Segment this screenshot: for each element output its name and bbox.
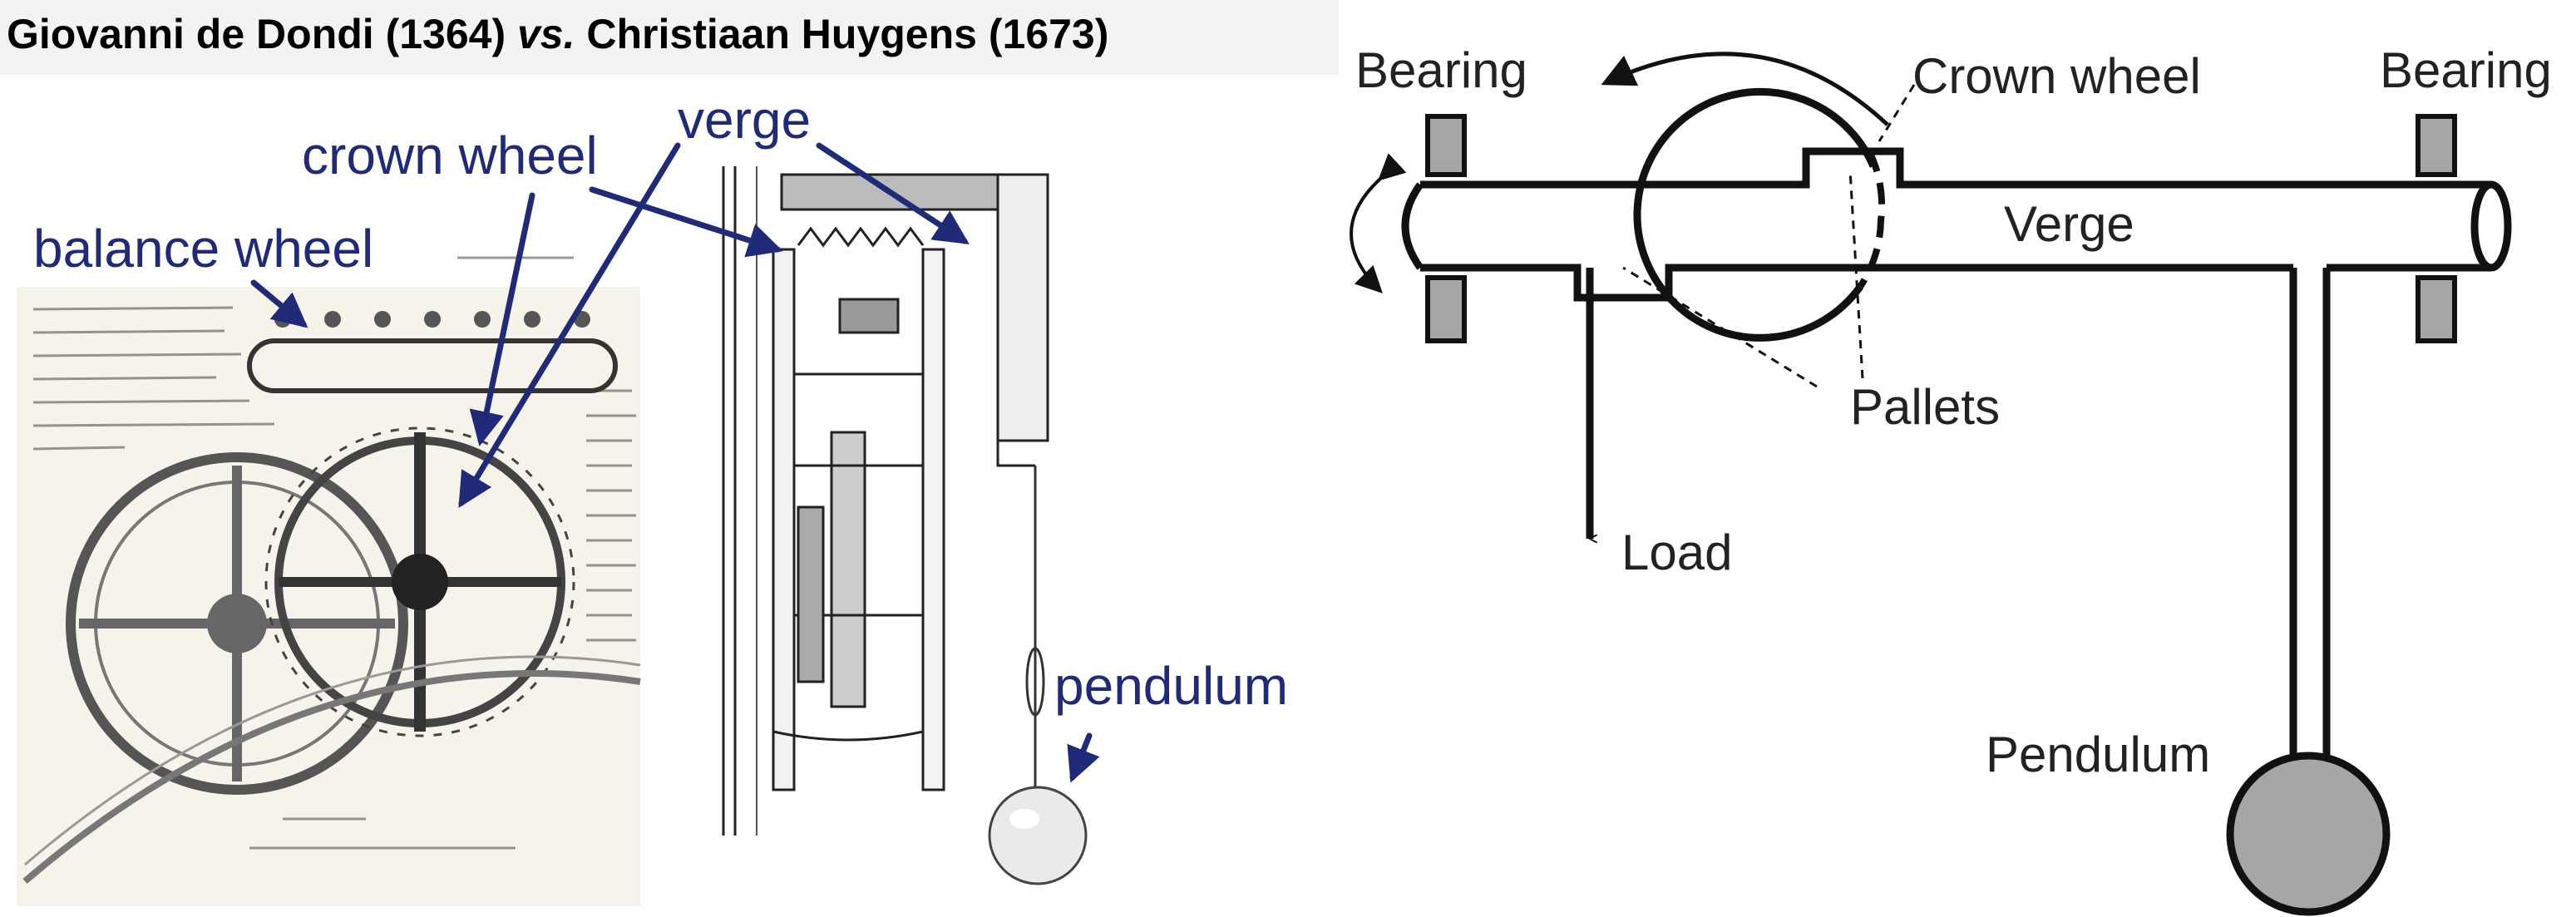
label-bearing-right: Bearing (2380, 42, 2552, 98)
title-part-dondi: Giovanni de Dondi (1364) (7, 11, 517, 57)
pendulum-bob (2226, 752, 2391, 916)
label-verge: Verge (2004, 196, 2134, 252)
crown-wheel-leader (1878, 84, 1916, 142)
bearing-right-bottom (2416, 275, 2457, 343)
verge-escapement-schematic (1350, 52, 2512, 916)
verge-shaft-bottom (1420, 264, 2293, 302)
verge-arrow-to-dondi (458, 142, 681, 508)
pallets-leader-lower (1622, 266, 1818, 388)
crown-wheel-outline (1633, 87, 1878, 342)
huygens-clock-engraving (722, 166, 1088, 885)
label-pendulum-photo: pendulum (1054, 656, 1289, 716)
page-title: Giovanni de Dondi (1364) vs. Christiaan … (7, 10, 1108, 58)
verge-shaft-top (1420, 147, 2491, 189)
label-load: Load (1621, 525, 1733, 580)
label-verge-photo: verge (678, 90, 812, 150)
label-pallets: Pallets (1850, 379, 2001, 435)
bearing-right-top (2416, 114, 2457, 177)
title-part-huygens: Christiaan Huygens (1673) (575, 11, 1109, 57)
crown-wheel-rotation-arrow (1601, 52, 1889, 126)
label-bearing-left: Bearing (1355, 42, 1527, 98)
pallets-leader-upper (1848, 170, 1864, 379)
photo-label-arrows (250, 142, 1100, 783)
label-crown-wheel-photo: crown wheel (302, 126, 598, 185)
crown-wheel-arrow-to-huygens (589, 186, 783, 258)
verge-left-end (1401, 182, 1424, 270)
title-bar: Giovanni de Dondi (1364) vs. Christiaan … (0, 0, 1339, 75)
pendulum-arrow (1067, 732, 1100, 783)
label-crown-wheel: Crown wheel (1912, 48, 2201, 104)
label-balance-wheel: balance wheel (33, 219, 374, 279)
verge-right-end (2470, 180, 2512, 272)
balance-wheel-arrow (250, 279, 308, 328)
label-pendulum: Pendulum (1986, 727, 2211, 782)
verge-arrow-to-huygens (816, 142, 970, 244)
title-vs: vs. (517, 11, 575, 57)
dondi-manuscript-illustration (17, 256, 641, 906)
crown-wheel-arrow-to-dondi (469, 192, 535, 446)
bearing-left-bottom (1425, 275, 1467, 343)
bearing-left-top (1425, 114, 1467, 177)
verge-oscillation-arrow (1350, 153, 1407, 293)
